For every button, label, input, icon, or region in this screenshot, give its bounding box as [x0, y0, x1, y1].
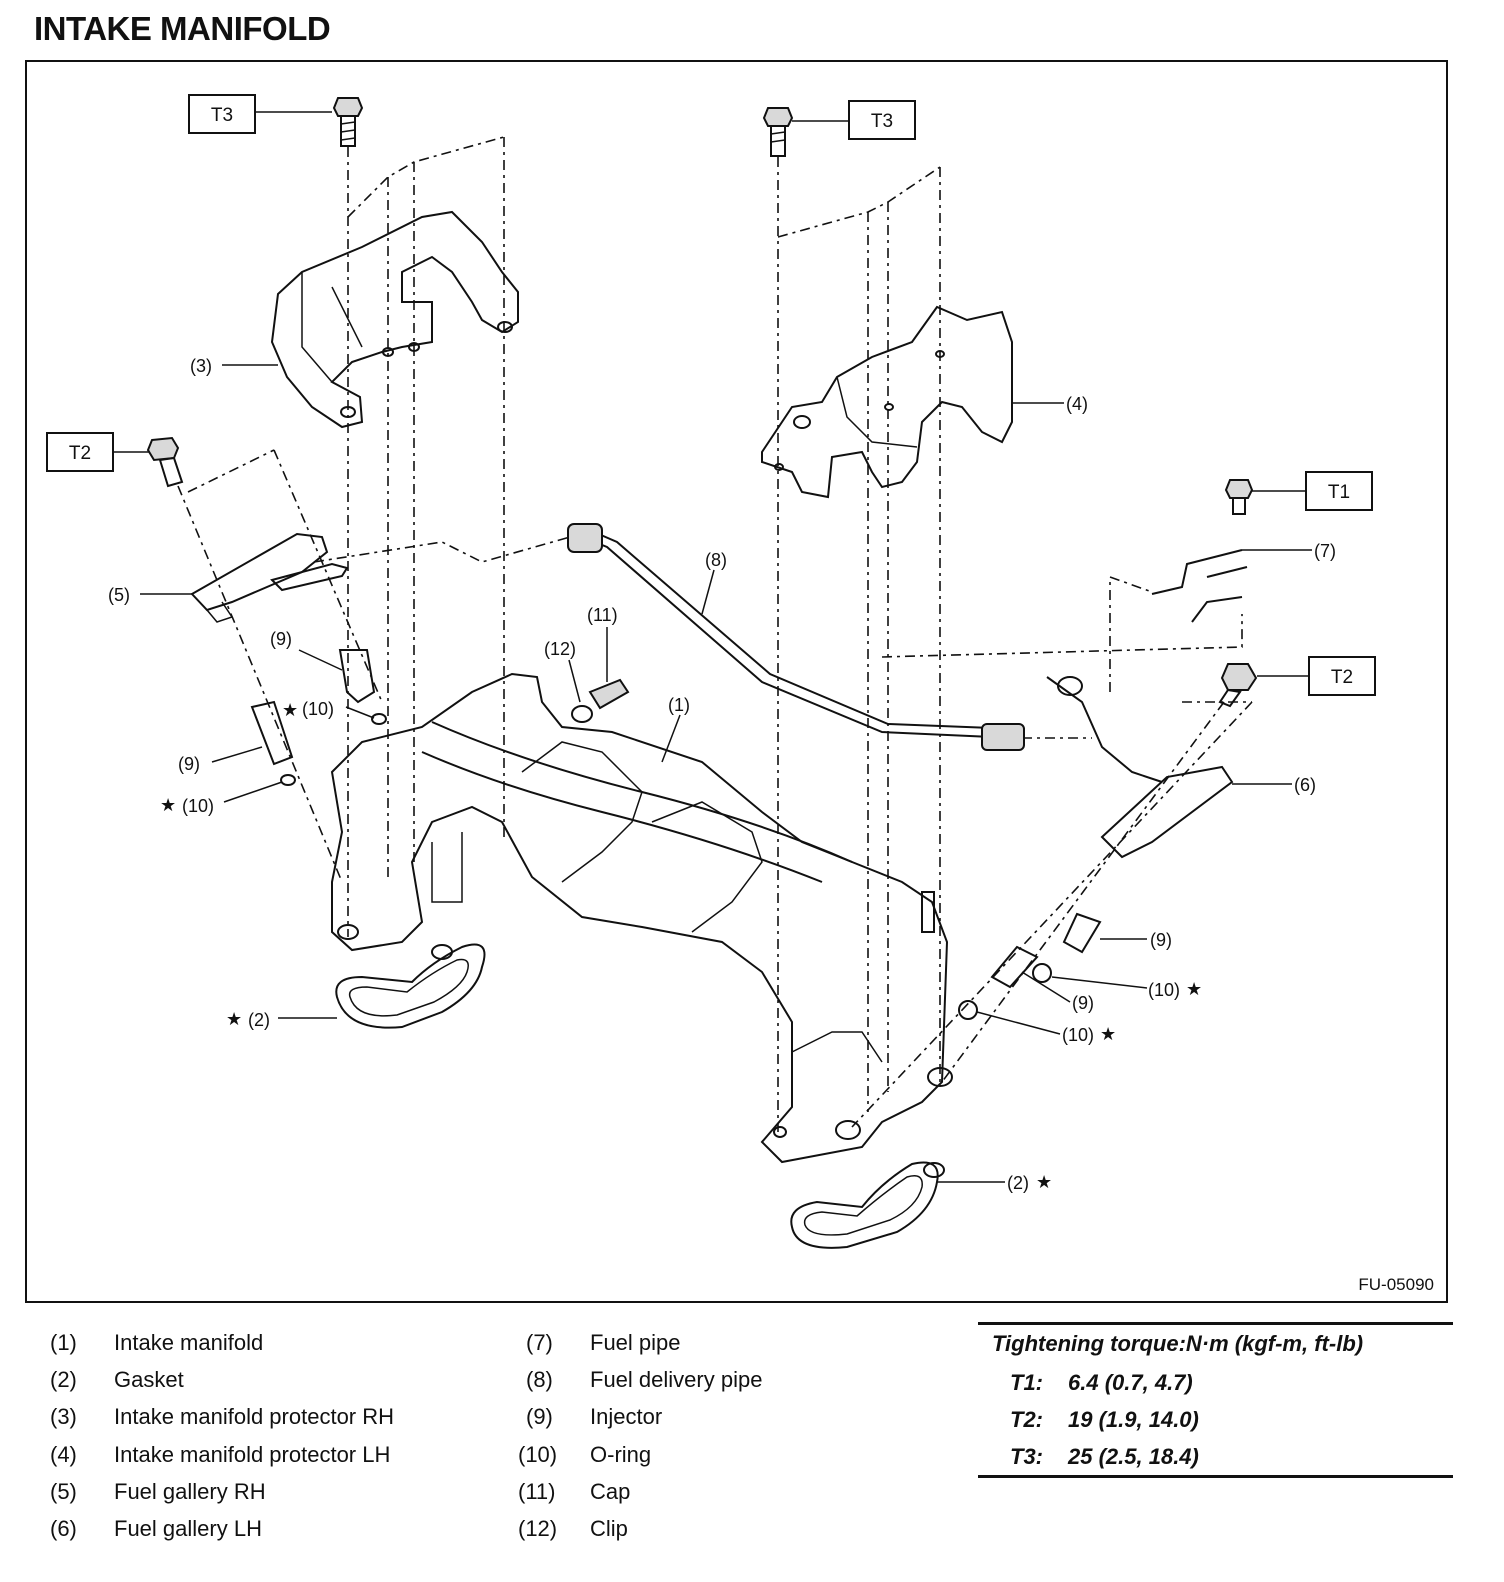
svg-text:★: ★ — [1186, 979, 1202, 999]
svg-text:(9): (9) — [178, 754, 200, 774]
leaders — [140, 364, 1312, 1183]
bolt-t1 — [1224, 479, 1254, 515]
svg-text:T3: T3 — [211, 105, 233, 126]
torque-table: Tightening torque:N·m (kgf-m, ft-lb) T1:… — [978, 1322, 1453, 1478]
fuel-delivery-pipe — [567, 523, 1025, 751]
svg-text:★: ★ — [1100, 1024, 1116, 1044]
fuel-gallery-rh — [190, 532, 349, 623]
protector-rh — [270, 210, 519, 429]
svg-text:T2: T2 — [69, 443, 91, 464]
bolt-t2-left — [146, 436, 184, 488]
torque-bottom-rule — [978, 1475, 1453, 1478]
injector-4 — [990, 945, 1039, 989]
svg-text:(10): (10) — [1062, 1025, 1094, 1045]
cap — [588, 678, 630, 710]
fuel-gallery-lh — [1046, 676, 1234, 859]
svg-text:T1: T1 — [1328, 482, 1350, 503]
svg-text:(2): (2) — [248, 1010, 270, 1030]
torque-box-t3-left: T3 — [188, 94, 332, 134]
torque-box-t1: T1 — [1252, 471, 1373, 511]
torque-box-t3-right: T3 — [792, 100, 916, 140]
fuel-pipe — [1151, 549, 1248, 623]
torque-row: T3:25 (2.5, 18.4) — [1010, 1444, 1199, 1469]
svg-text:(11): (11) — [587, 605, 618, 625]
svg-text:T3: T3 — [871, 111, 893, 132]
svg-text:★: ★ — [160, 795, 176, 815]
intake-manifold — [330, 672, 953, 1164]
bolt-t2-right — [1218, 663, 1258, 708]
figure-code: FU-05090 — [1358, 1275, 1434, 1294]
protector-lh — [761, 305, 1013, 499]
svg-text:(5): (5) — [108, 585, 130, 605]
svg-text:★: ★ — [282, 700, 298, 720]
torque-box-t2-left: T2 — [46, 432, 152, 472]
svg-text:(8): (8) — [705, 550, 727, 570]
gasket-right — [790, 1161, 945, 1249]
bolt-t3-left — [332, 97, 364, 147]
svg-text:(9): (9) — [270, 629, 292, 649]
injector-3 — [1062, 912, 1102, 954]
torque-row: T2:19 (1.9, 14.0) — [1010, 1407, 1199, 1432]
svg-text:(6): (6) — [1294, 775, 1316, 795]
svg-text:★: ★ — [226, 1009, 242, 1029]
gasket-left — [335, 943, 486, 1029]
svg-text:(2): (2) — [1007, 1173, 1029, 1193]
svg-text:(1): (1) — [668, 695, 690, 715]
diagram-frame: T3 T3 T2 T1 T2 — [25, 60, 1448, 1303]
svg-text:(10): (10) — [302, 699, 334, 719]
injector-1 — [338, 649, 376, 704]
svg-text:(7): (7) — [1314, 541, 1336, 561]
callout-labels: (3) (4) (5) (7) (8) (11) (12) (1) (6) (9… — [108, 356, 1336, 1193]
torque-box-t2-right: T2 — [1257, 656, 1376, 696]
o-rings — [280, 713, 1052, 1020]
svg-text:(10): (10) — [182, 796, 214, 816]
svg-text:(9): (9) — [1150, 930, 1172, 950]
parts-legend: (1)Intake manifold (2)Gasket (3)Intake m… — [50, 1330, 763, 1541]
bolt-t3-right — [762, 107, 794, 157]
svg-text:(10): (10) — [1148, 980, 1180, 1000]
svg-text:(4): (4) — [1066, 394, 1088, 414]
torque-row: T1:6.4 (0.7, 4.7) — [1010, 1370, 1193, 1395]
svg-text:(3): (3) — [190, 356, 212, 376]
assembly-lines — [177, 136, 1253, 1132]
svg-text:(9): (9) — [1072, 993, 1094, 1013]
svg-text:(12): (12) — [544, 639, 576, 659]
clip — [571, 705, 593, 723]
torque-title: Tightening torque:N·m (kgf-m, ft-lb) — [992, 1331, 1364, 1356]
svg-text:T2: T2 — [1331, 667, 1353, 688]
page-title: INTAKE MANIFOLD — [34, 10, 331, 47]
torque-top-rule — [978, 1322, 1453, 1325]
exploded-view-diagram: T3 T3 T2 T1 T2 — [46, 94, 1376, 1249]
svg-text:★: ★ — [1036, 1172, 1052, 1192]
injector-2 — [250, 700, 294, 766]
